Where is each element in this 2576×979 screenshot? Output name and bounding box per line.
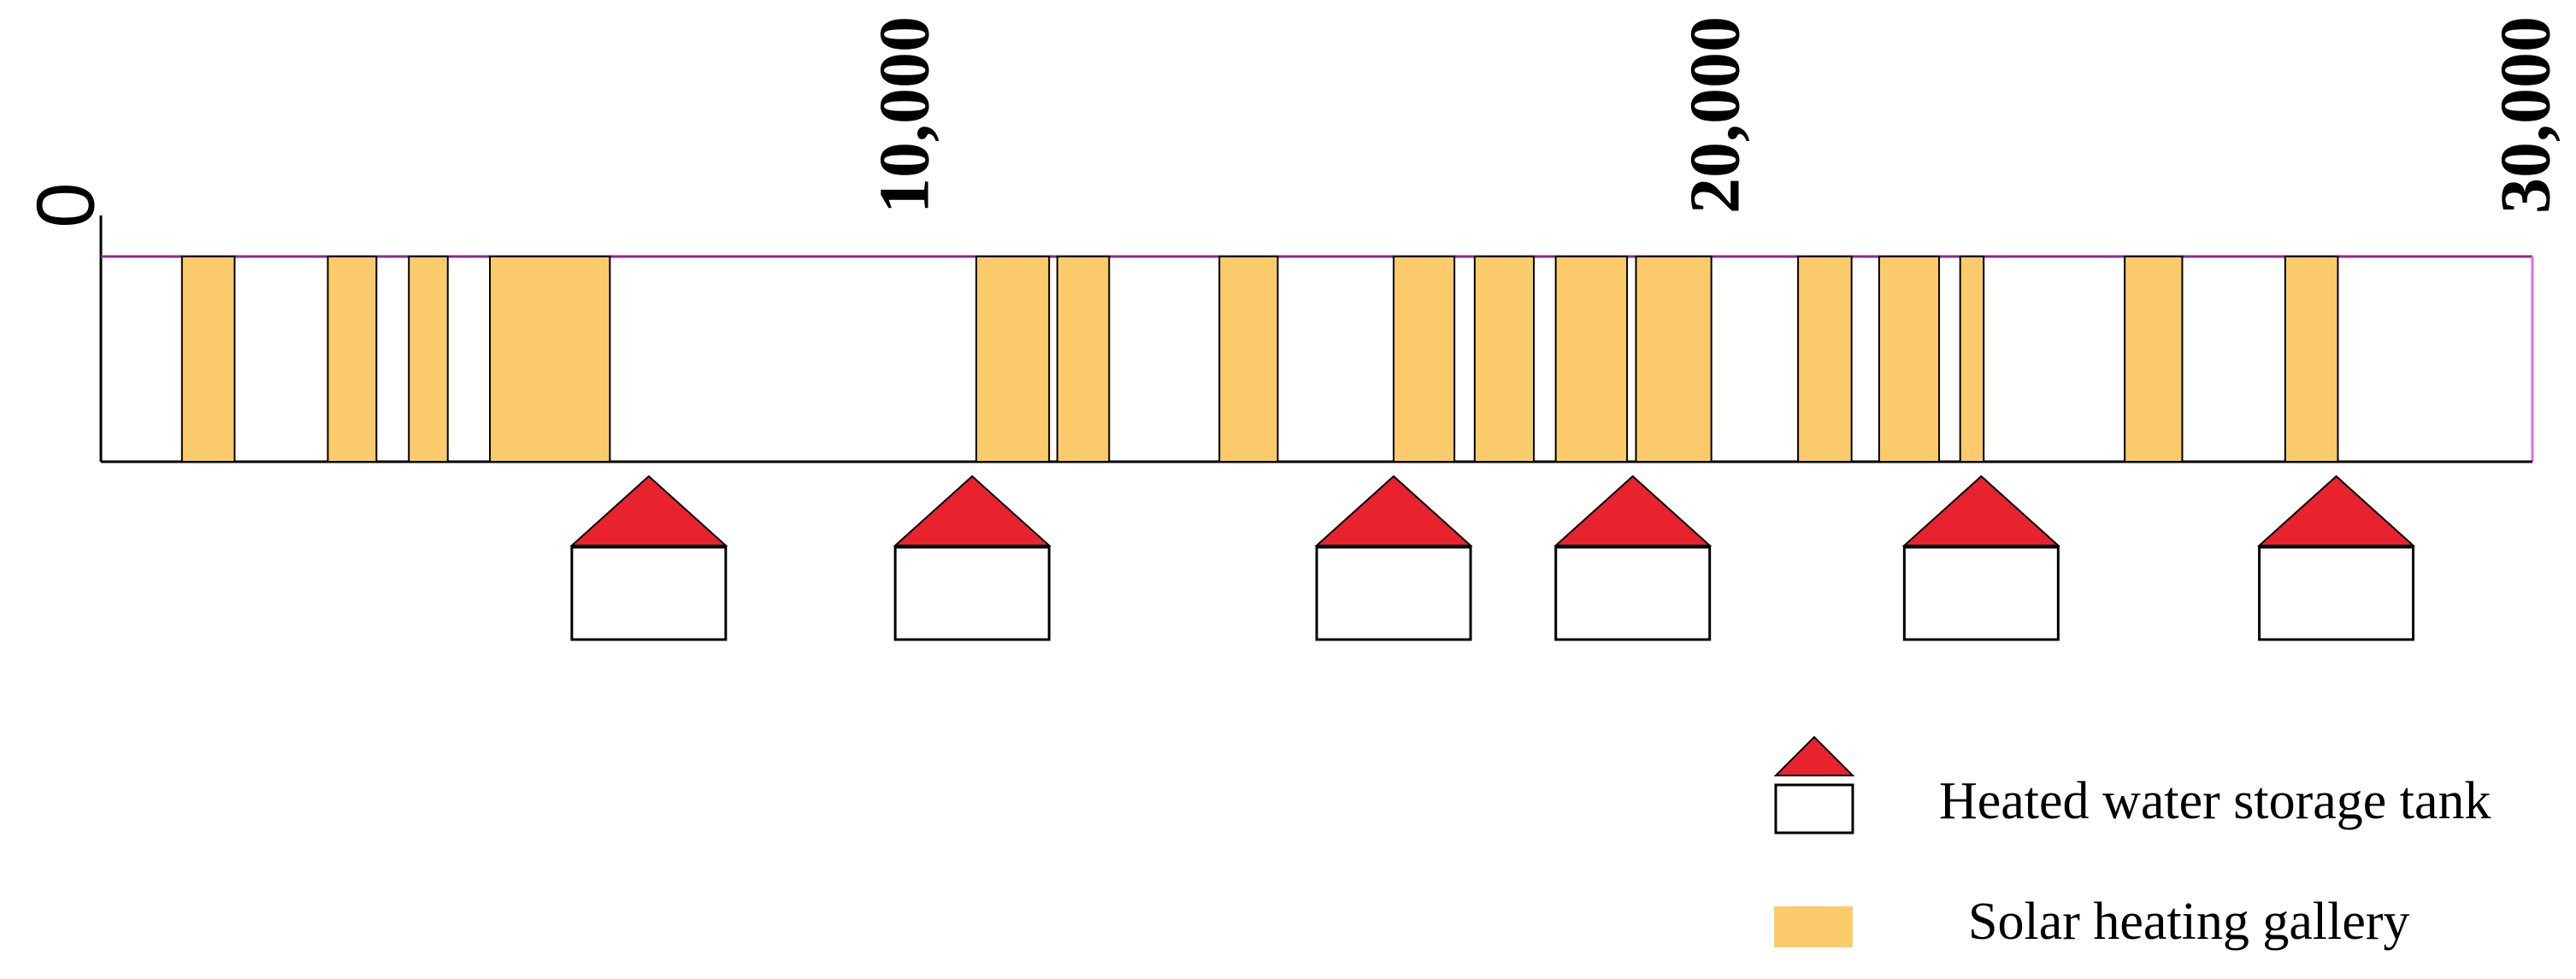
axis-tick-label: 0 [20, 182, 111, 227]
axis-tick-label: 20,000 [1675, 16, 1754, 214]
tank-roof-icon [1901, 475, 2060, 546]
tank-body-icon [1315, 546, 1472, 641]
storage-tank [1553, 475, 1712, 641]
legend-gallery-entry: Solar heating gallery [1774, 893, 2410, 951]
solar-gallery-segment [1554, 256, 1629, 463]
tank-roof-icon [1314, 475, 1473, 546]
solar-gallery-segment [1218, 256, 1279, 463]
solar-gallery-segment [1473, 256, 1536, 463]
tank-body-icon [570, 546, 728, 641]
storage-tank [2256, 475, 2416, 641]
tank-body-icon [1902, 546, 2060, 641]
solar-gallery-segment [1393, 256, 1456, 463]
solar-gallery-segment [1797, 256, 1853, 463]
solar-gallery-segment [975, 256, 1051, 463]
solar-gallery-segment [1635, 256, 1712, 463]
storage-tank [893, 475, 1052, 641]
legend: Heated water storage tank Solar heating … [1773, 735, 2491, 951]
solar-gallery-segment [327, 256, 378, 463]
tank-body-icon [893, 546, 1051, 641]
solar-gallery-segment [2284, 256, 2339, 463]
storage-tanks [569, 475, 2416, 641]
solar-gallery-segment [1056, 256, 1111, 463]
tank-roof-icon [2256, 475, 2416, 546]
tank-body-icon [1554, 546, 1712, 641]
tank-roof-icon [569, 475, 728, 546]
solar-gallery-segment [489, 256, 611, 463]
legend-tank-entry: Heated water storage tank [1773, 735, 2491, 835]
storage-tank [569, 475, 728, 641]
tank-roof-icon [1553, 475, 1712, 546]
solar-gallery-segment [1959, 256, 1985, 463]
solar-gallery-segment [1877, 256, 1941, 463]
axis-tick-labels: 0 10,000 20,000 30,000 [20, 16, 2565, 228]
storage-tank [1314, 475, 1473, 641]
tank-roof-icon [893, 475, 1052, 546]
solar-heating-galleries [180, 256, 2339, 463]
solar-gallery-segment [2124, 256, 2184, 463]
legend-gallery-label: Solar heating gallery [1968, 893, 2410, 951]
legend-tank-body-icon [1774, 783, 1854, 835]
legend-tank-roof-icon [1773, 735, 1855, 776]
axis-tick-label: 10,000 [864, 16, 944, 214]
axis-tick-label: 30,000 [2485, 16, 2565, 214]
tank-body-icon [2258, 546, 2415, 641]
solar-gallery-segment [408, 256, 449, 463]
legend-gallery-swatch [1774, 906, 1853, 947]
storage-tank [1901, 475, 2060, 641]
legend-tank-label: Heated water storage tank [1939, 772, 2491, 830]
solar-gallery-segment [180, 256, 236, 463]
